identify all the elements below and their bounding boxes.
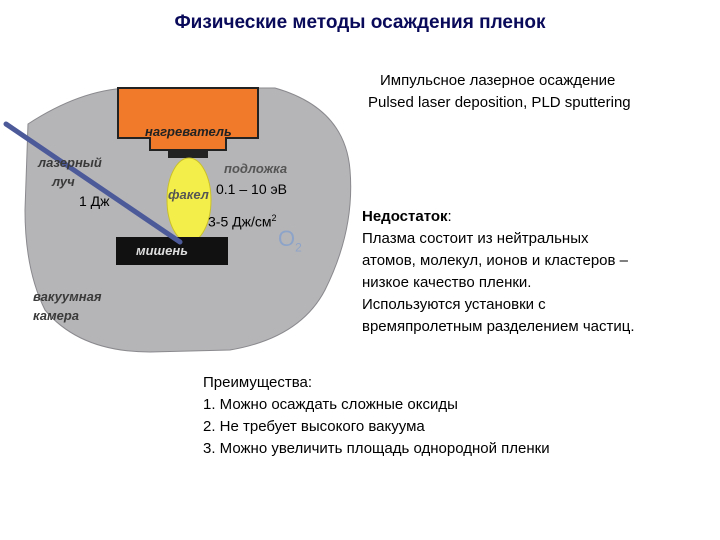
target-label: мишень	[136, 243, 188, 258]
disadvantage-line: Плазма состоит из нейтральных	[362, 230, 589, 247]
disadvantage-line: времяпролетным разделением частиц.	[362, 318, 635, 335]
plume-label: факел	[168, 187, 209, 202]
disadvantage-block: Недостаток: Плазма состоит из нейтральны…	[362, 206, 707, 338]
advantage-item: 1. Можно осаждать сложные оксиды	[203, 396, 458, 413]
pld-chamber-diagram: нагреватель лазерный луч 1 Дж подложка ф…	[0, 60, 360, 360]
advantage-item: 3. Можно увеличить площадь однородной пл…	[203, 440, 550, 457]
advantages-heading: Преимущества:	[203, 374, 313, 391]
advantage-item: 2. Не требует высокого вакуума	[203, 418, 425, 435]
disadvantage-line: атомов, молекул, ионов и кластеров –	[362, 252, 628, 269]
laser-beam	[3, 121, 183, 245]
laser-label-1: лазерный	[38, 155, 102, 170]
substrate-plate	[168, 150, 208, 158]
disadvantage-line: Используются установки с	[362, 296, 546, 313]
ion-energy-label: 0.1 – 10 эВ	[216, 181, 287, 197]
disadvantage-heading: Недостаток:	[362, 208, 452, 225]
laser-label-2: луч	[52, 174, 75, 189]
chamber-label-1: вакуумная	[33, 289, 102, 304]
pld-schematic	[3, 87, 352, 353]
page-title: Физические методы осаждения пленок	[174, 12, 546, 33]
chamber-label-2: камера	[33, 308, 79, 323]
heater-block	[117, 87, 259, 151]
oxygen-label: O2	[278, 226, 302, 255]
disadvantage-line: низкое качество пленки.	[362, 274, 532, 291]
method-name-ru: Импульсное лазерное осаждение	[380, 72, 616, 89]
substrate-label: подложка	[224, 161, 288, 176]
heater-label: нагреватель	[145, 124, 232, 139]
target-block	[116, 237, 228, 265]
advantages-block: Преимущества: 1. Можно осаждать сложные …	[203, 372, 703, 460]
method-name-en: Pulsed laser deposition, PLD sputtering	[368, 94, 631, 111]
fluence-label: 3-5 Дж/см2	[208, 213, 277, 230]
laser-energy-label: 1 Дж	[79, 193, 110, 209]
